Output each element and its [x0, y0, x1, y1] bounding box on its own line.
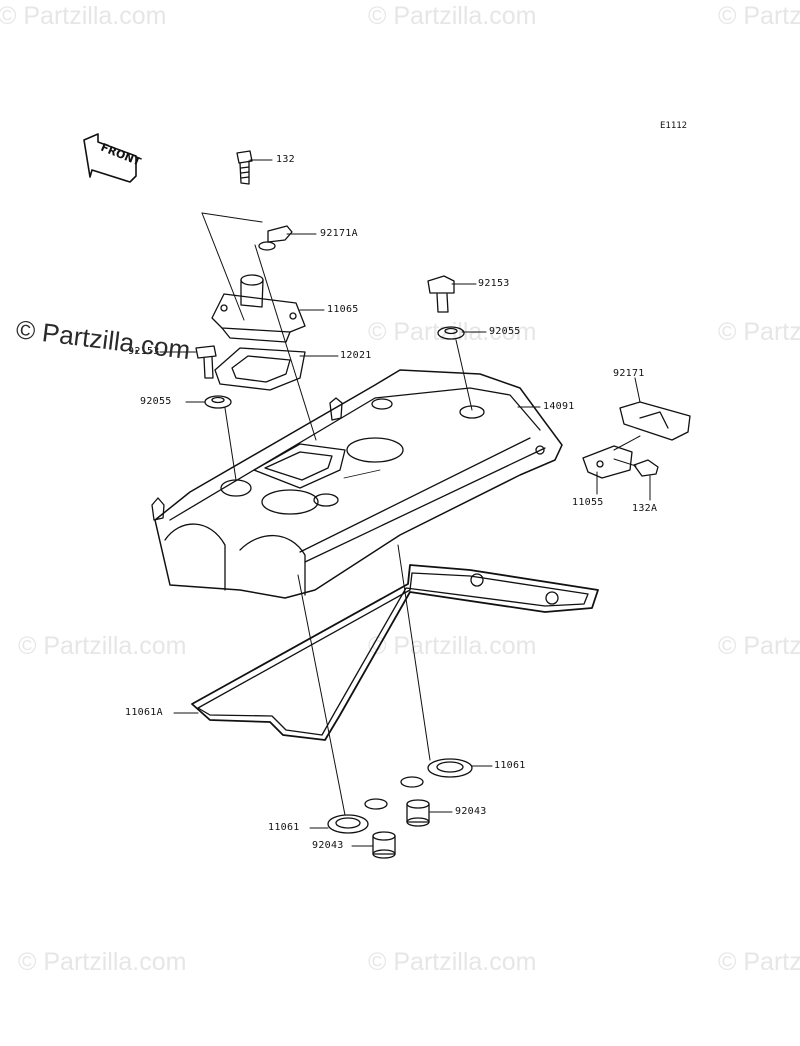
watermark: © Partzilla.com: [368, 2, 537, 30]
part-label-132A[interactable]: 132A: [632, 503, 658, 514]
watermark: © Partzilla.com: [718, 318, 800, 346]
watermark: © Partzilla.com: [18, 632, 187, 660]
part-label-11061-left[interactable]: 11061: [268, 822, 300, 833]
part-label-92055-left[interactable]: 92055: [140, 396, 172, 407]
part-label-92171[interactable]: 92171: [613, 368, 645, 379]
part-label-92043-right[interactable]: 92043: [455, 806, 487, 817]
part-label-11061A[interactable]: 11061A: [125, 707, 163, 718]
collar-92043-left: [372, 831, 396, 859]
part-label-92055-right[interactable]: 92055: [489, 326, 521, 337]
part-label-92043-left[interactable]: 92043: [312, 840, 344, 851]
bracket-11055: [582, 435, 641, 479]
washer-92055-right: [437, 326, 465, 340]
seal-11061-right: [400, 758, 473, 788]
breather-cover-11065: [211, 274, 306, 343]
part-label-92171A[interactable]: 92171A: [320, 228, 358, 239]
clip-92171A: [258, 225, 293, 251]
part-label-11061-right[interactable]: 11061: [494, 760, 526, 771]
part-label-92153-left[interactable]: 92153: [128, 346, 160, 357]
watermark: © Partzilla.com: [368, 318, 537, 346]
bolt-92153-right: [427, 275, 455, 313]
plate-12021: [214, 347, 306, 391]
gasket-11061A: [191, 564, 599, 741]
watermark: © Partzilla.com: [718, 2, 800, 30]
part-label-92153-right[interactable]: 92153: [478, 278, 510, 289]
collar-92043-right: [406, 799, 430, 827]
front-arrow-icon: FRONT: [83, 133, 143, 183]
watermark: © Partzilla.com: [718, 632, 800, 660]
part-label-11055[interactable]: 11055: [572, 497, 604, 508]
part-label-132[interactable]: 132: [276, 154, 295, 165]
watermark: © Partzilla.com: [18, 948, 187, 976]
bolt-132A: [613, 458, 659, 477]
watermark: © Partzilla.com: [368, 632, 537, 660]
front-label: FRONT: [99, 141, 143, 169]
part-label-11065[interactable]: 11065: [327, 304, 359, 315]
watermark: © Partzilla.com: [718, 948, 800, 976]
bolt-92153-left: [195, 345, 217, 379]
part-label-14091[interactable]: 14091: [543, 401, 575, 412]
part-label-12021[interactable]: 12021: [340, 350, 372, 361]
seal-11061-left: [327, 798, 388, 834]
leader-lines: [159, 159, 651, 847]
bolt-132: [236, 150, 253, 185]
clamp-92171: [619, 401, 691, 441]
watermark: © Partzilla.com: [368, 948, 537, 976]
diagram-code: E1112: [660, 121, 688, 131]
watermark: © Partzilla.com: [0, 2, 167, 30]
washer-92055-left: [204, 395, 232, 409]
cylinder-head-cover-14091: [151, 369, 563, 599]
